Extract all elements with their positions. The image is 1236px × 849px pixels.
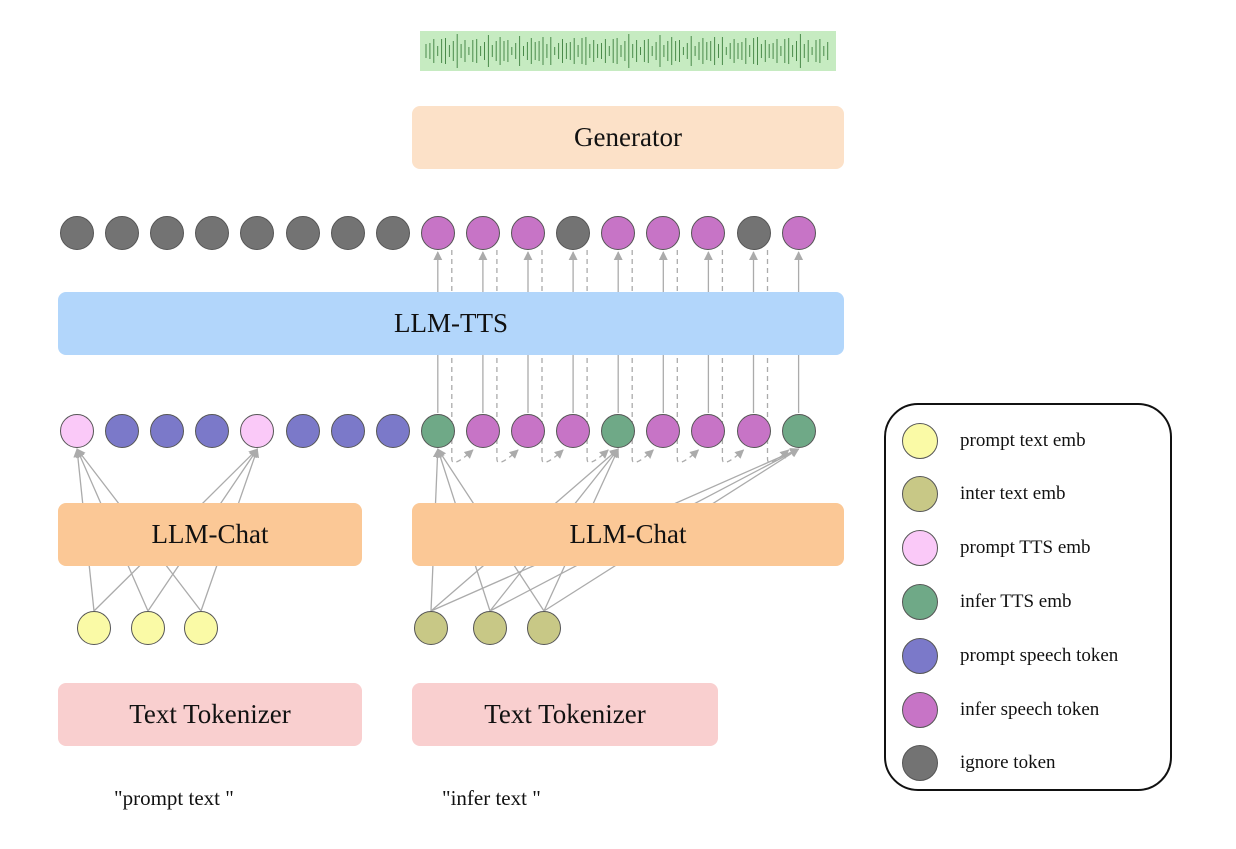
ignore-token <box>330 216 365 250</box>
autoregressive-feedback-arrow <box>721 250 745 464</box>
autoregressive-feedback-arrow <box>451 250 474 464</box>
ignore-token <box>736 216 771 250</box>
ignore-token <box>150 216 185 250</box>
prompt-speech-token <box>375 414 410 448</box>
text-tokenizer-label-right: Text Tokenizer <box>484 699 646 729</box>
legend-label: ignore token <box>960 752 1056 773</box>
prompt-text-token <box>131 611 165 645</box>
autoregressive-feedback-arrow <box>631 250 654 464</box>
prompt-text-token <box>77 611 111 645</box>
infer-speech-token <box>601 216 636 250</box>
infer-speech-token <box>781 216 816 250</box>
infer-speech-token <box>646 216 681 250</box>
infer-speech-token <box>465 414 500 448</box>
prompt-tts-token <box>60 414 94 448</box>
ignore-token <box>60 216 94 250</box>
infer-speech-token <box>691 414 726 448</box>
inter-text-token <box>414 611 448 645</box>
llm-chat-block-right: LLM-Chat <box>412 503 844 566</box>
infer-tts-token <box>781 414 816 448</box>
text-tokenizer-label-left: Text Tokenizer <box>129 699 291 729</box>
llm-chat-label-right: LLM-Chat <box>569 519 687 549</box>
legend-item-prompt-text-emb: prompt text emb <box>902 423 1086 459</box>
prompt-tts-token <box>240 414 275 448</box>
infer-tts-emb-swatch <box>902 584 938 620</box>
ignore-token <box>195 216 230 250</box>
infer-speech-token <box>420 216 455 250</box>
llm-tts-block: LLM-TTS <box>58 292 844 355</box>
prompt-text-caption: "prompt text " <box>114 786 234 810</box>
text-tokenizer-block-left: Text Tokenizer <box>58 683 362 746</box>
infer-speech-token <box>646 414 681 448</box>
infer-text-caption: "infer text " <box>442 786 541 810</box>
ignore-token <box>285 216 320 250</box>
prompt-speech-token <box>285 414 320 448</box>
text-tokenizer-block-right: Text Tokenizer <box>412 683 718 746</box>
legend-item-inter-text-emb: inter text emb <box>902 476 1066 512</box>
infer-speech-token-swatch <box>902 692 938 728</box>
legend-label: prompt speech token <box>960 645 1119 666</box>
legend-item-infer-tts-emb: infer TTS emb <box>902 584 1072 620</box>
ignore-token <box>240 216 275 250</box>
prompt-speech-token <box>150 414 185 448</box>
autoregressive-feedback-arrow <box>676 250 700 464</box>
inter-text-token <box>527 611 561 645</box>
llm-chat-block-left: LLM-Chat <box>58 503 362 566</box>
prompt-tts-emb-swatch <box>902 530 938 566</box>
legend-label: prompt text emb <box>960 430 1086 451</box>
llm-chat-label-left: LLM-Chat <box>151 519 269 549</box>
ignore-token <box>375 216 410 250</box>
prompt-text-token <box>184 611 218 645</box>
autoregressive-feedback-arrow <box>541 250 564 464</box>
infer-speech-token <box>556 414 591 448</box>
ignore-token <box>556 216 591 250</box>
autoregressive-feedback-arrow <box>496 250 519 464</box>
generator-block: Generator <box>412 106 844 169</box>
legend-item-ignore-token: ignore token <box>902 745 1056 781</box>
inter-text-token <box>473 611 507 645</box>
infer-tts-token <box>420 414 455 448</box>
infer-tts-token <box>601 414 636 448</box>
prompt-speech-token-swatch <box>902 638 938 674</box>
infer-speech-token <box>736 414 771 448</box>
infer-speech-token <box>511 216 545 250</box>
legend-label: infer speech token <box>960 699 1100 720</box>
legend-label: infer TTS emb <box>960 591 1072 612</box>
generator-label: Generator <box>574 122 682 152</box>
prompt-speech-token <box>105 414 140 448</box>
prompt-text-emb-swatch <box>902 423 938 459</box>
legend-item-infer-speech-token: infer speech token <box>902 692 1099 728</box>
legend-item-prompt-tts-emb: prompt TTS emb <box>902 530 1091 566</box>
waveform-background <box>420 31 836 71</box>
infer-speech-token <box>691 216 726 250</box>
legend-item-prompt-speech-token: prompt speech token <box>902 638 1118 674</box>
autoregressive-feedback-arrow <box>586 250 609 464</box>
ignore-token <box>105 216 140 250</box>
llm-tts-label: LLM-TTS <box>394 308 508 338</box>
autoregressive-feedback-arrow <box>766 250 790 464</box>
infer-speech-token <box>465 216 500 250</box>
prompt-speech-token <box>330 414 365 448</box>
infer-speech-token <box>511 414 545 448</box>
legend-label: inter text emb <box>960 483 1066 504</box>
prompt-speech-token <box>195 414 230 448</box>
legend-box: prompt text emb inter text emb prompt TT… <box>884 403 1172 791</box>
inter-text-emb-swatch <box>902 476 938 512</box>
ignore-token-swatch <box>902 745 938 781</box>
legend-label: prompt TTS emb <box>960 537 1091 558</box>
audio-waveform <box>420 31 836 71</box>
